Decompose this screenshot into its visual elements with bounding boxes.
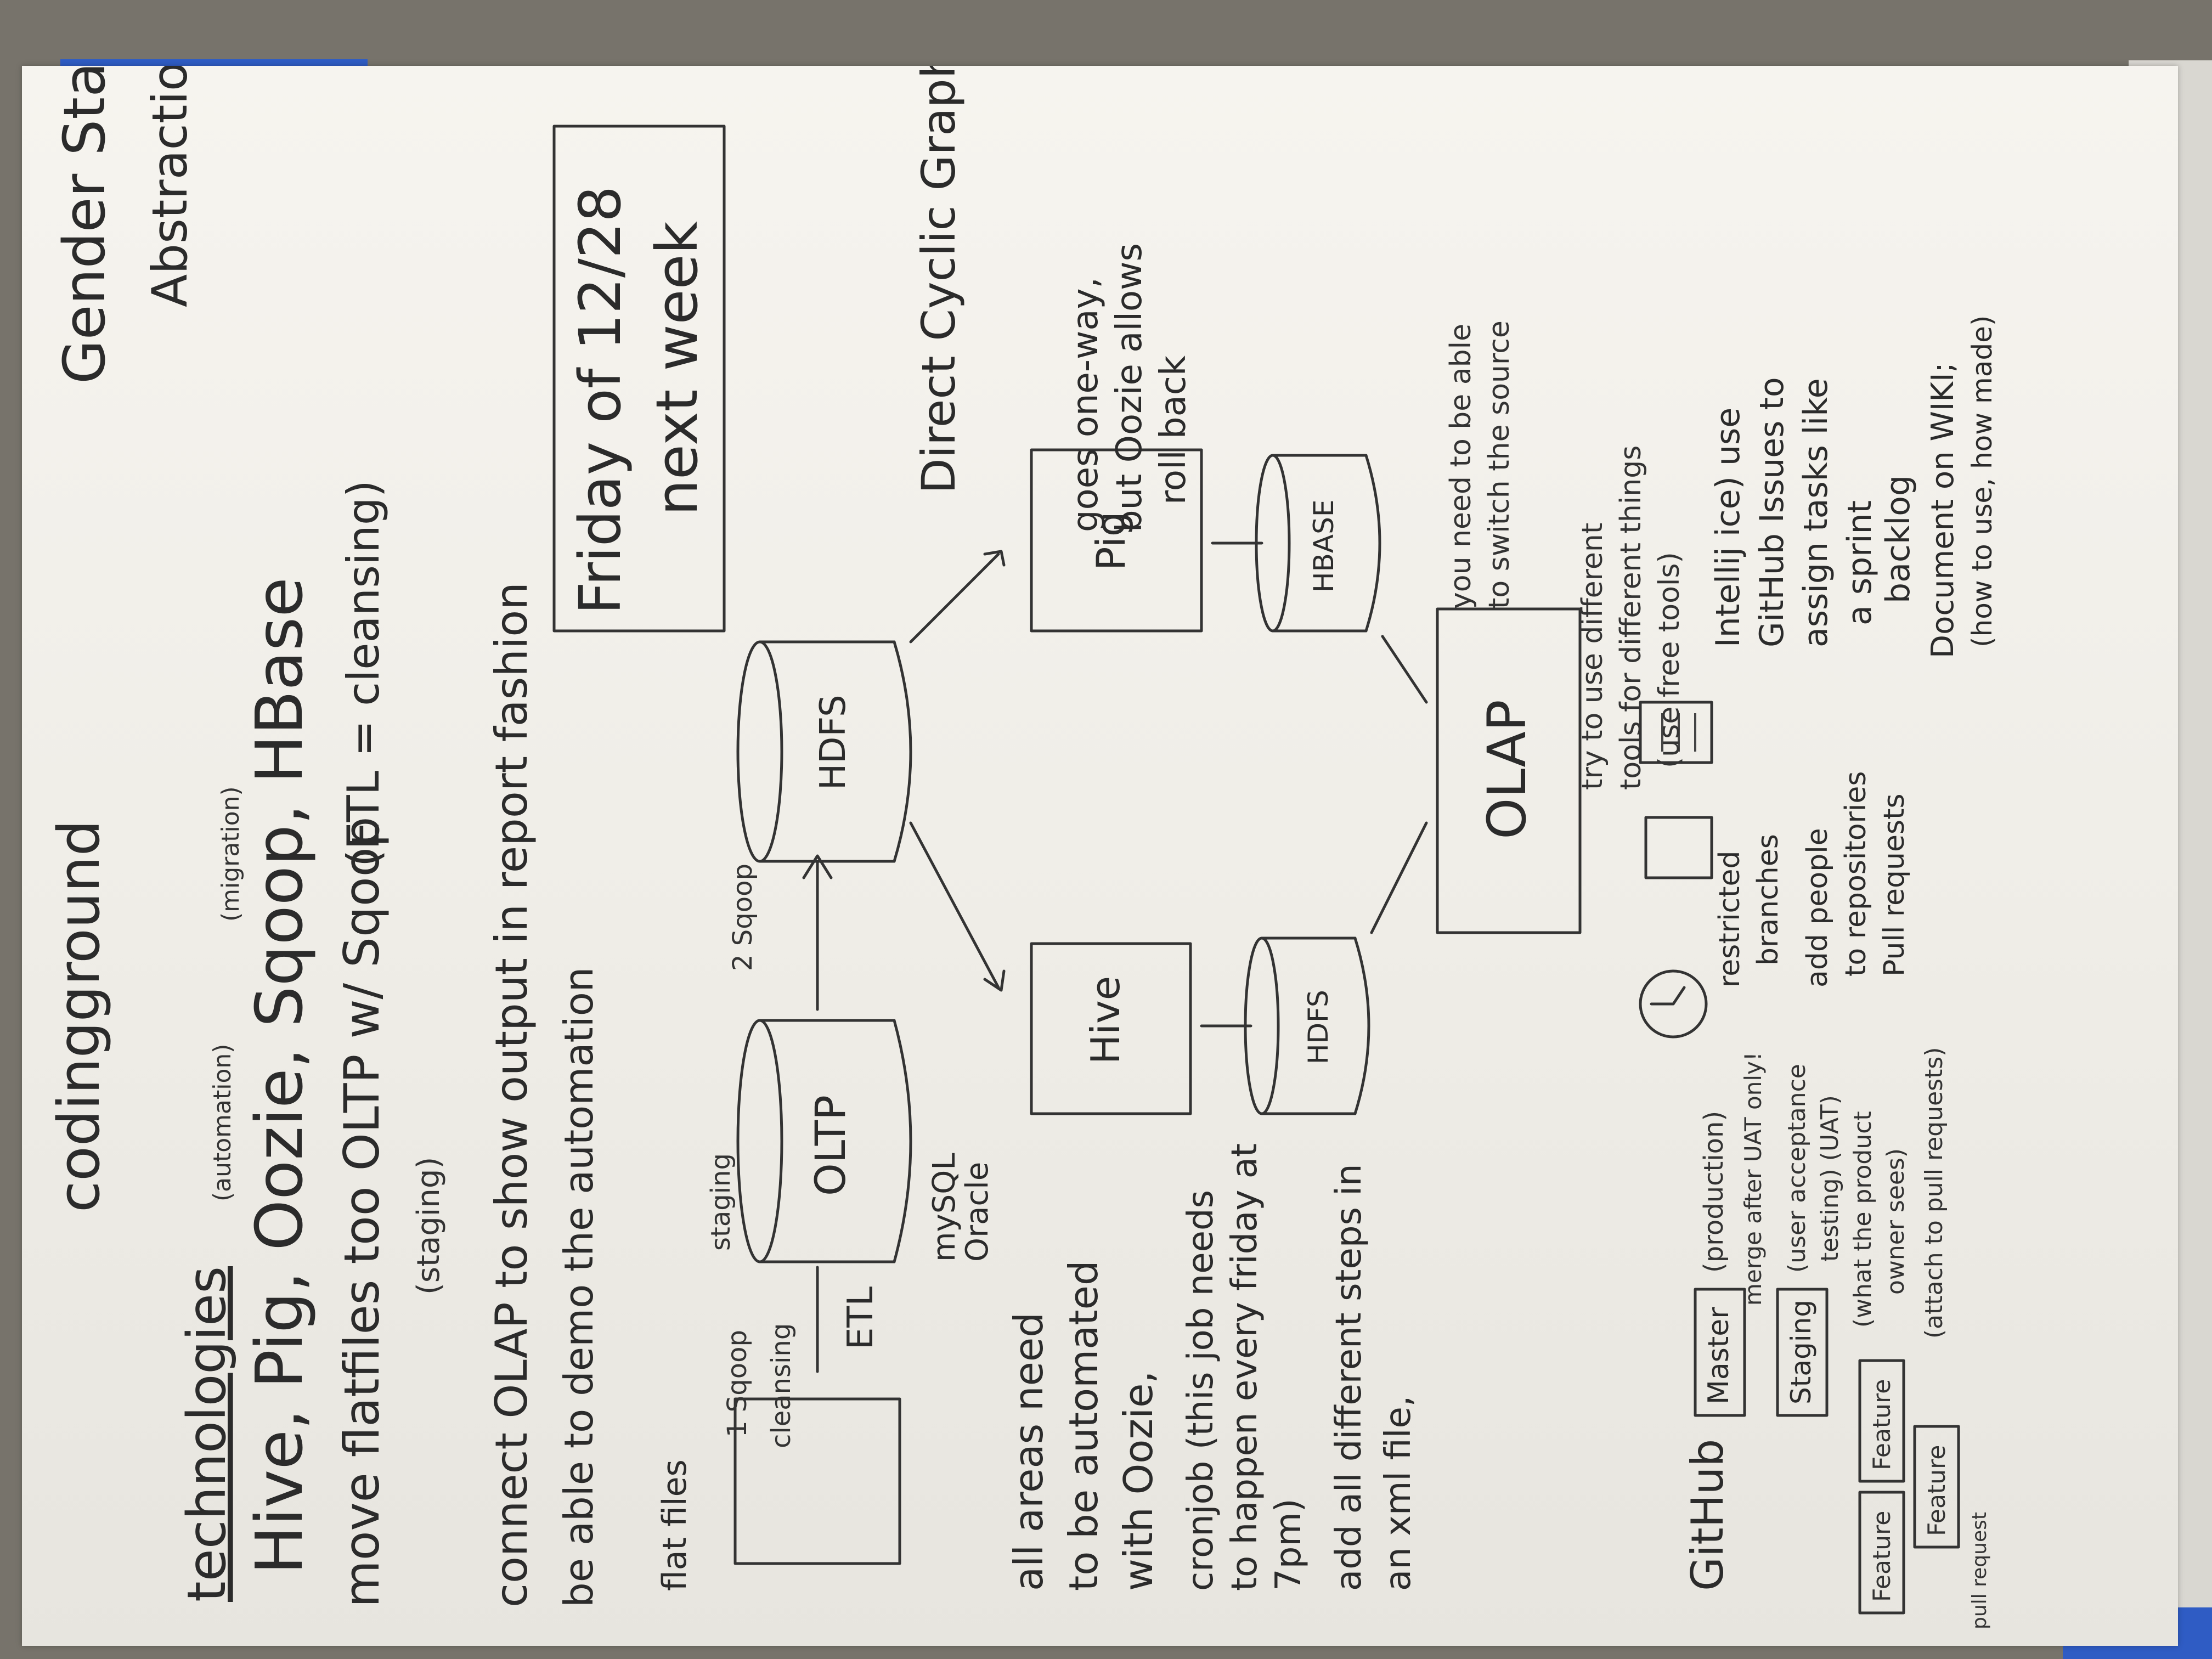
pull-requests-label: Pull requests	[1878, 793, 1911, 977]
flat-files-label: flat files	[656, 1459, 694, 1591]
automation-line2: to be automated	[1060, 1260, 1107, 1591]
staging-branch-label: Staging	[1785, 1300, 1817, 1404]
etl-note: (ETL = cleansing)	[338, 480, 389, 867]
deadline-line1: Friday of 12/28	[567, 186, 634, 614]
hive-box	[1030, 942, 1192, 1115]
pig-label: Pig	[1088, 511, 1134, 571]
uat-line2: testing) (UAT)	[1816, 1095, 1844, 1262]
dag-title: Direct Cyclic Graph	[912, 66, 966, 494]
add-people-line2: to repositories	[1839, 771, 1872, 977]
uat-line1: (user acceptance	[1783, 1064, 1811, 1273]
owner-line1: (what the product	[1849, 1111, 1877, 1328]
header-codingground: codingground	[46, 820, 112, 1212]
olap-box	[1436, 607, 1582, 934]
mysql-label: mySQL	[927, 1153, 962, 1262]
notebook-page: codingground Gender Statistics Analysis …	[22, 66, 2178, 1646]
clock-icon	[1639, 969, 1708, 1039]
automation-line3: with Oozie,	[1115, 1371, 1161, 1591]
bar-chart-icon	[1644, 816, 1713, 879]
deadline-line2: next week	[644, 221, 710, 516]
intellij-line6: Document on WIKI;	[1925, 363, 1961, 658]
hive-label: Hive	[1082, 976, 1128, 1064]
staging-box	[1776, 1288, 1829, 1417]
oltp-cylinder	[736, 1019, 912, 1263]
flat-files-box	[733, 1397, 901, 1565]
etl-label: ETL	[840, 1286, 881, 1350]
dag-note3: roll back	[1153, 356, 1194, 505]
hdfs-bottom-label: HDFS	[1302, 990, 1334, 1064]
automation-line5: to happen every friday at	[1224, 1143, 1265, 1591]
hdfs-top-label: HDFS	[813, 695, 854, 790]
github-heading: GitHub	[1682, 1439, 1733, 1591]
deadline-box	[552, 125, 726, 633]
step1-sqoop: 1 Sqoop	[722, 1330, 753, 1437]
intellij-line1: Intellij ice) use	[1709, 408, 1747, 647]
step2-sqoop: 2 Sqoop	[727, 864, 758, 971]
feature-label-2: Feature	[1868, 1379, 1896, 1470]
merge-after-uat: merge after UAT only!	[1740, 1052, 1767, 1306]
owner-line2: owner sees)	[1882, 1148, 1910, 1295]
feature-label-3: Feature	[1923, 1445, 1951, 1536]
header-title: Gender Statistics Analysis	[51, 66, 118, 384]
technologies-heading: technologies	[176, 1266, 238, 1602]
intellij-line7: (how to use, how made)	[1966, 315, 1998, 647]
tools-line1: try to use different	[1576, 523, 1609, 790]
move-flatfiles-line: move flatfiles too OLTP w/ Sqoop	[334, 817, 390, 1607]
pig-box	[1030, 448, 1203, 633]
hbase-cylinder	[1255, 454, 1381, 633]
automation-line6: 7pm)	[1268, 1498, 1309, 1591]
intellij-line2: GitHub Issues to	[1753, 377, 1791, 647]
feature-box-2	[1858, 1359, 1905, 1483]
master-label: Master	[1702, 1307, 1735, 1404]
hbase-label: HBASE	[1308, 500, 1340, 592]
intellij-line3: assign tasks like	[1797, 378, 1835, 647]
olap-label: OLAP	[1476, 699, 1538, 839]
restricted-line2: branches	[1752, 834, 1785, 966]
annotation-migration: (migration)	[217, 786, 245, 922]
oracle-label: Oracle	[960, 1162, 995, 1262]
pull-request-label: pull request	[1968, 1512, 1991, 1629]
switch-source-line2: to switch the source	[1483, 320, 1516, 609]
restricted-line1: restricted	[1713, 850, 1746, 988]
header-subtitle: Abstraction of Automation	[142, 66, 198, 307]
handwritten-notes: codingground Gender Statistics Analysis …	[46, 66, 1844, 1607]
github-notes: Feature Feature Feature pull request (wh…	[1709, 315, 1998, 1629]
production-label: (production)	[1699, 1111, 1729, 1273]
automation-line8: an xml file,	[1378, 1396, 1419, 1591]
bullet-demo: be able to demo the automation	[556, 967, 602, 1607]
attach-label: (attach to pull requests)	[1920, 1047, 1948, 1339]
feature-box-3	[1913, 1425, 1960, 1549]
tools-line2: tools for different things	[1615, 445, 1647, 790]
automation-line4: cronjob (this job needs	[1181, 1190, 1221, 1591]
staging-label: staging	[706, 1153, 736, 1251]
cleansing-label: cleansing	[766, 1323, 797, 1448]
dag-note2: but Oozie allows	[1109, 243, 1150, 532]
oltp-label: OLTP	[806, 1095, 855, 1196]
intellij-line4: a sprint	[1841, 500, 1879, 625]
feature-box-1	[1858, 1491, 1905, 1615]
bullet-connect-olap: connect OLAP to show output in report fa…	[486, 582, 537, 1607]
technologies-list: Hive, Pig, Oozie, Sqoop, HBase	[241, 577, 317, 1575]
hdfs-bottom-cylinder	[1244, 936, 1370, 1115]
staging-note: (staging)	[411, 1157, 447, 1295]
master-box	[1694, 1288, 1746, 1417]
intellij-line5: backlog	[1879, 475, 1917, 603]
add-people-line1: add people	[1801, 828, 1834, 988]
switch-source-line1: you need to be able	[1444, 324, 1477, 609]
tools-line3: (use free tools)	[1653, 552, 1686, 768]
automation-line7: add all different steps in	[1329, 1164, 1369, 1591]
hdfs-top-cylinder	[736, 640, 912, 863]
dag-note1: goes one-way,	[1065, 277, 1106, 532]
report-document-icon	[1639, 701, 1713, 764]
feature-label-1: Feature	[1868, 1511, 1896, 1602]
annotation-automation: (automation)	[208, 1044, 236, 1201]
automation-line1: all areas need	[1006, 1312, 1052, 1591]
